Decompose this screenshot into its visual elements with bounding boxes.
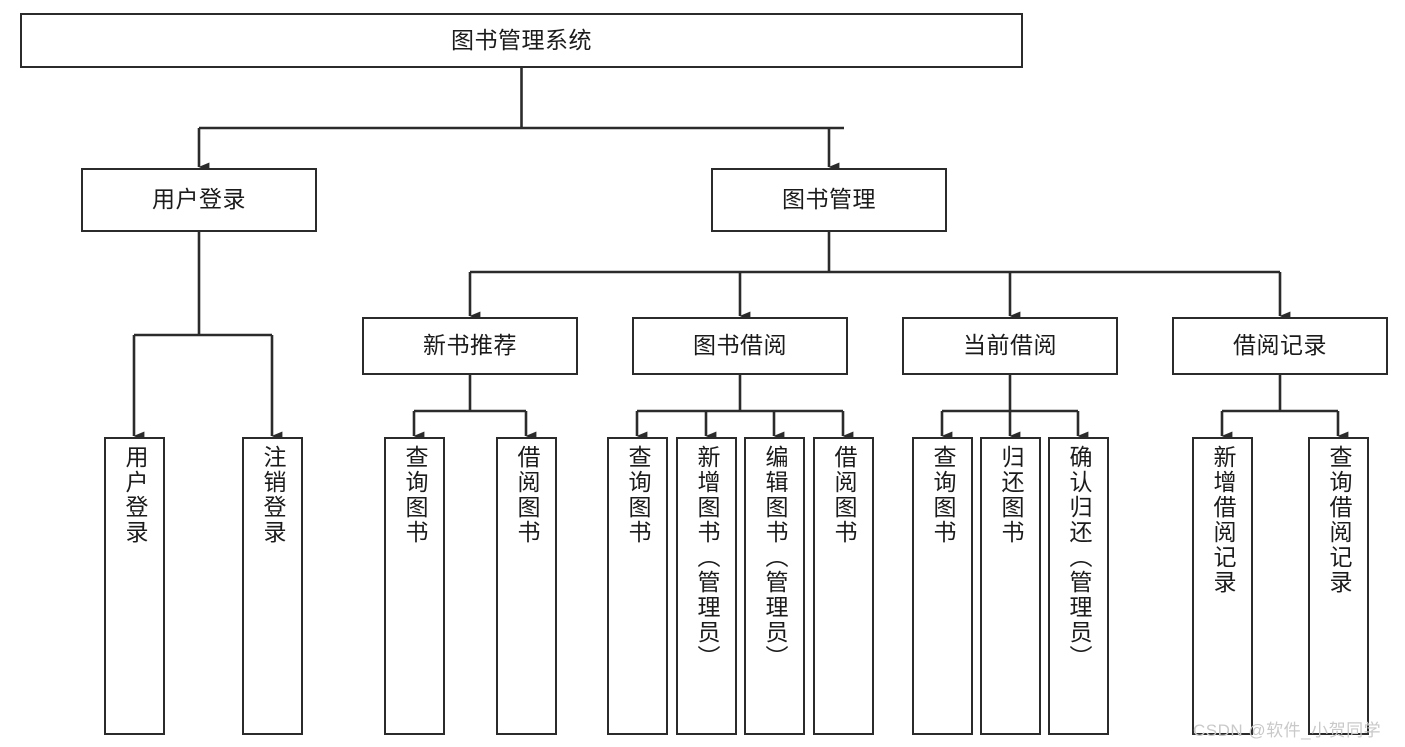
node-label: 图书管理系统 <box>451 26 592 53</box>
node-label: 注销登录 <box>260 445 286 545</box>
node-label: 编辑图书（管理员） <box>762 445 788 670</box>
node-label: 借阅图书 <box>831 445 857 545</box>
leaf-borrow-record-query-record[interactable]: 查询借阅记录 <box>1308 437 1369 735</box>
node-book-borrow[interactable]: 图书借阅 <box>632 317 848 375</box>
node-label: 借阅记录 <box>1233 332 1327 359</box>
leaf-user-login-login[interactable]: 用户登录 <box>104 437 165 735</box>
leaf-current-borrow-query-book[interactable]: 查询图书 <box>912 437 973 735</box>
leaf-user-login-logout[interactable]: 注销登录 <box>242 437 303 735</box>
node-label: 新书推荐 <box>423 332 517 359</box>
leaf-book-borrow-add-book-admin[interactable]: 新增图书（管理员） <box>676 437 737 735</box>
node-book-management[interactable]: 图书管理 <box>711 168 947 232</box>
leaf-book-borrow-query-book[interactable]: 查询图书 <box>607 437 668 735</box>
leaf-new-book-borrow-book[interactable]: 借阅图书 <box>496 437 557 735</box>
leaf-current-borrow-confirm-return-admin[interactable]: 确认归还（管理员） <box>1048 437 1109 735</box>
node-label: 借阅图书 <box>514 445 540 545</box>
node-label: 归还图书 <box>998 445 1024 545</box>
node-new-book-recommend[interactable]: 新书推荐 <box>362 317 578 375</box>
node-user-login[interactable]: 用户登录 <box>81 168 317 232</box>
node-label: 查询图书 <box>402 445 428 545</box>
leaf-book-borrow-edit-book-admin[interactable]: 编辑图书（管理员） <box>744 437 805 735</box>
leaf-book-borrow-borrow-book[interactable]: 借阅图书 <box>813 437 874 735</box>
node-label: 查询图书 <box>930 445 956 545</box>
node-label: 用户登录 <box>152 186 246 213</box>
node-label: 查询借阅记录 <box>1326 445 1352 595</box>
node-current-borrow[interactable]: 当前借阅 <box>902 317 1118 375</box>
node-label: 查询图书 <box>625 445 651 545</box>
leaf-current-borrow-return-book[interactable]: 归还图书 <box>980 437 1041 735</box>
leaf-new-book-query-book[interactable]: 查询图书 <box>384 437 445 735</box>
node-label: 当前借阅 <box>963 332 1057 359</box>
node-borrow-record[interactable]: 借阅记录 <box>1172 317 1388 375</box>
node-label: 新增借阅记录 <box>1210 445 1236 595</box>
node-label: 新增图书（管理员） <box>694 445 720 670</box>
node-label: 图书借阅 <box>693 332 787 359</box>
node-root-book-management-system[interactable]: 图书管理系统 <box>20 13 1023 68</box>
csdn-watermark: CSDN @软件_小贺同学 <box>1193 721 1382 740</box>
node-label: 用户登录 <box>122 445 148 545</box>
node-label: 确认归还（管理员） <box>1066 445 1092 670</box>
node-label: 图书管理 <box>782 186 876 213</box>
leaf-borrow-record-add-record[interactable]: 新增借阅记录 <box>1192 437 1253 735</box>
